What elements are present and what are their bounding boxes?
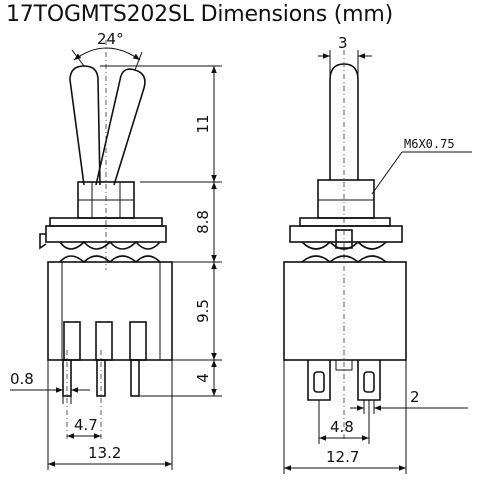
- side-view: 3 M6X0.75: [283, 34, 472, 474]
- dim-pin-pitch-front: 4.7: [74, 416, 98, 434]
- front-angle-dimension: 24°: [71, 30, 143, 71]
- drawing-title: 17TOGMTS202SL Dimensions (mm): [6, 2, 394, 27]
- side-thread-callout: M6X0.75: [371, 137, 472, 195]
- dim-pin-pitch-side: 4.8: [330, 418, 354, 436]
- side-toggle-lever: [329, 50, 359, 440]
- dim-bushing-height: 8.8: [194, 210, 212, 234]
- front-horizontal-dimensions: 0.8 4.7 13.2: [10, 360, 173, 470]
- front-bushing: [39, 181, 167, 264]
- dim-body-height: 9.5: [194, 299, 212, 323]
- angle-label: 24°: [97, 30, 124, 48]
- front-terminals: [62, 350, 140, 440]
- front-vertical-dimensions: 11 8.8 9.5 4: [100, 65, 222, 397]
- side-horizontal-dimensions: 4.8 2 12.7: [283, 360, 468, 474]
- thread-spec: M6X0.75: [404, 137, 455, 151]
- dim-terminal-height: 4: [194, 373, 212, 383]
- side-bushing: [289, 179, 403, 264]
- dim-overall-width-side: 12.7: [326, 448, 359, 466]
- dim-toggle-height: 11: [194, 114, 212, 133]
- side-lever-width-dimension: 3: [318, 34, 372, 78]
- front-toggle-lever: [69, 40, 146, 270]
- dim-pin-width-front: 0.8: [10, 370, 34, 388]
- dim-pin-width-side: 2: [410, 388, 420, 406]
- dim-overall-width-front: 13.2: [88, 444, 121, 462]
- dim-lever-width: 3: [338, 34, 348, 52]
- front-view: 24°: [10, 30, 222, 470]
- front-body: [47, 261, 173, 361]
- side-body: [283, 261, 407, 361]
